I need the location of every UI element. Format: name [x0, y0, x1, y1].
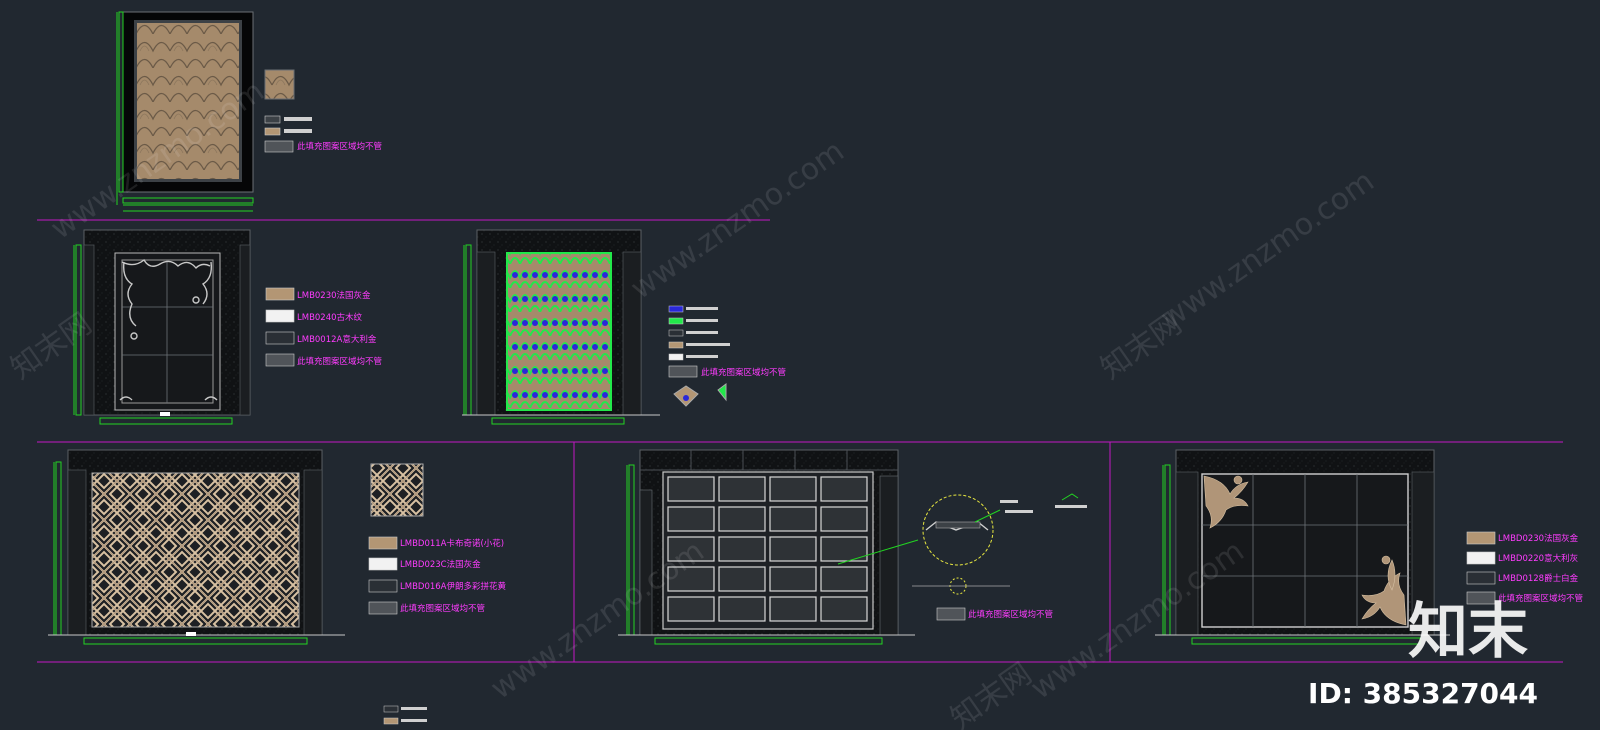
legend-label: 此填充图案区域均不管 [968, 609, 1053, 620]
watermark-text: www.znzmo.com [1155, 164, 1381, 337]
legend-panel-4: LMBD011A卡布奇诺(小花) LMBD023C法国灰金 LMBD016A伊朗… [368, 536, 506, 615]
legend-fragment-bottom [383, 705, 427, 725]
legend-label: 此填充图案区域均不管 [400, 603, 485, 614]
legend-panel-6: LMBD0230法国灰金 LMBD0220意大利灰 LMBD0128爵士白金 此… [1466, 531, 1583, 605]
legend-panel-5: 此填充图案区域均不管 [936, 607, 1053, 621]
elevation-panel-4: LMBD011A卡布奇诺(小花) LMBD023C法国灰金 LMBD016A伊朗… [48, 449, 506, 645]
elevation-panel-1: 此填充图案区域均不管 [116, 11, 382, 212]
dimension-lines [1155, 464, 1450, 645]
tile-detail-icon [673, 383, 727, 407]
legend-label: 此填充图案区域均不管 [297, 141, 382, 152]
legend-label: LMBD011A卡布奇诺(小花) [400, 538, 504, 549]
elevation-panel-3: 此填充图案区域均不管 [462, 229, 786, 425]
dimension-lines [73, 244, 233, 425]
watermark-text: 知末网 [1095, 306, 1189, 386]
legend-label: LMB0240古木纹 [297, 312, 363, 323]
elevation-panel-5: 此填充图案区域均不管 [618, 449, 1087, 645]
legend-panel-1: 此填充图案区域均不管 [264, 115, 382, 153]
legend-label: 此填充图案区域均不管 [297, 356, 382, 367]
legend-label: LMBD016A伊朗多彩拼花黄 [400, 581, 506, 592]
legend-label: LMB0230法国灰金 [297, 290, 371, 301]
legend-label: LMB0012A意大利金 [297, 334, 377, 345]
divider-lines [37, 219, 1563, 663]
elevation-panel-2: LMB0230法国灰金 LMB0240古木纹 LMB0012A意大利金 此填充图… [73, 229, 382, 425]
dimension-lines [116, 11, 254, 212]
watermark-text: 知末网 [945, 656, 1039, 730]
ornament-carving [119, 258, 218, 401]
legend-label: LMBD0128爵士白金 [1498, 573, 1579, 584]
legend-label: LMBD023C法国灰金 [400, 559, 481, 570]
elevation-panel-6: LMBD0230法国灰金 LMBD0220意大利灰 LMBD0128爵士白金 此… [1155, 449, 1583, 645]
legend-label: LMBD0230法国灰金 [1498, 533, 1579, 544]
legend-panel-2: LMB0230法国灰金 LMB0240古木纹 LMB0012A意大利金 此填充图… [265, 287, 382, 367]
legend-label: LMBD0220意大利灰 [1498, 553, 1578, 564]
dimension-lines [462, 244, 660, 425]
dimension-lines [48, 461, 345, 645]
brand-logo: 知末 [1408, 597, 1528, 667]
legend-label: 此填充图案区域均不管 [701, 367, 786, 378]
asset-id: ID: 385327044 [1308, 677, 1538, 710]
floral-ornament [1203, 475, 1407, 626]
legend-label: 此填充图案区域均不管 [1498, 593, 1583, 604]
legend-panel-3: 此填充图案区域均不管 [668, 305, 786, 407]
dimension-lines [618, 464, 919, 645]
raised-panel-grid [667, 476, 868, 622]
detail-callout [912, 493, 1087, 595]
